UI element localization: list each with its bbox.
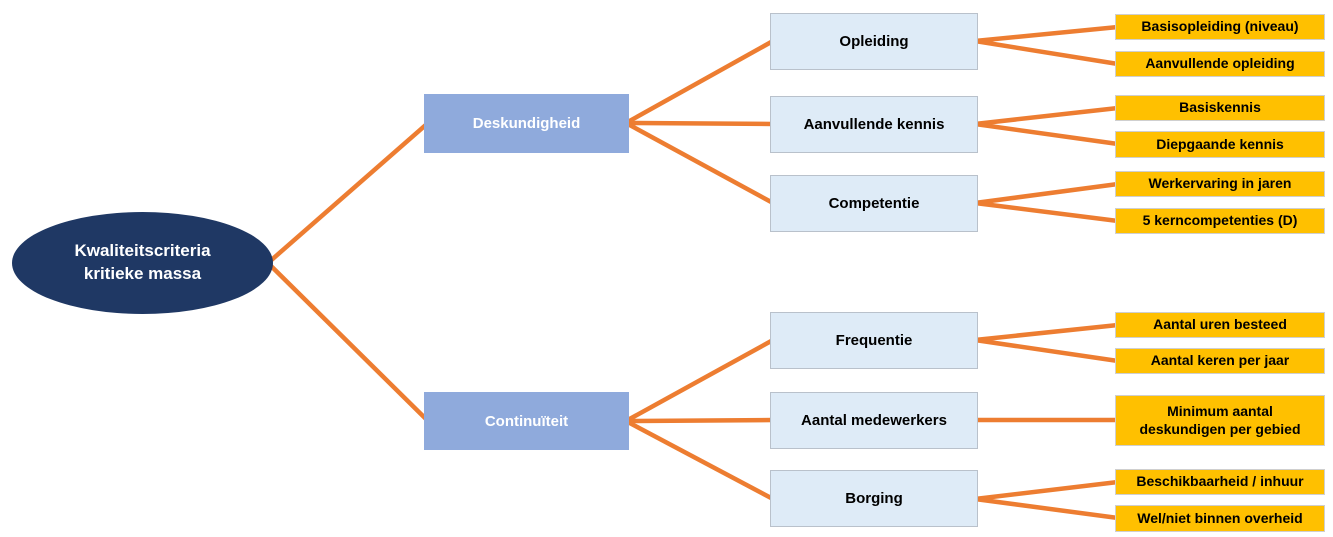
connector-line xyxy=(625,120,774,127)
connector-line xyxy=(974,479,1119,502)
connector-line xyxy=(974,496,1119,521)
root-node-kwaliteitscriteria: Kwaliteitscriteria kritieke massa xyxy=(12,212,273,314)
connector-line xyxy=(974,121,1119,147)
category-node-frequentie: Frequentie xyxy=(770,312,978,369)
category-node-aantal-medewerkers: Aantal medewerkers xyxy=(770,392,978,449)
connector-line xyxy=(974,337,1119,364)
connector-line xyxy=(974,322,1119,343)
category-node-opleiding: Opleiding xyxy=(770,13,978,70)
branch-node-continuiteit: Continuïteit xyxy=(424,392,629,450)
connector-line xyxy=(974,105,1119,127)
leaf-node-beschikbaarheid-inhuur: Beschikbaarheid / inhuur xyxy=(1115,469,1325,495)
category-node-competentie: Competentie xyxy=(770,175,978,232)
leaf-node-aanvullende-opleiding: Aanvullende opleiding xyxy=(1115,51,1325,77)
connector-line xyxy=(974,24,1119,44)
leaf-node-wel-niet-binnen-overheid: Wel/niet binnen overheid xyxy=(1115,505,1325,532)
connector-line xyxy=(625,417,774,424)
branch-node-deskundigheid: Deskundigheid xyxy=(424,94,629,153)
leaf-node-minimum-aantal-deskundigen: Minimum aantal deskundigen per gebied xyxy=(1115,395,1325,446)
connector-line xyxy=(974,38,1119,67)
leaf-node-aantal-uren-besteed: Aantal uren besteed xyxy=(1115,312,1325,338)
category-node-aanvullende-kennis: Aanvullende kennis xyxy=(770,96,978,153)
connector-line xyxy=(624,419,775,501)
leaf-node-werkervaring-in-jaren: Werkervaring in jaren xyxy=(1115,171,1325,197)
category-node-borging: Borging xyxy=(770,470,978,527)
connector-line xyxy=(624,39,775,125)
leaf-node-basiskennis: Basiskennis xyxy=(1115,95,1325,121)
connector-line xyxy=(266,261,430,423)
connector-line xyxy=(624,121,775,205)
leaf-node-aantal-keren-per-jaar: Aantal keren per jaar xyxy=(1115,348,1325,374)
leaf-node-basisopleiding-niveau: Basisopleiding (niveau) xyxy=(1115,14,1325,40)
connector-line xyxy=(974,200,1119,224)
leaf-node-diepgaande-kennis: Diepgaande kennis xyxy=(1115,131,1325,158)
connector-line xyxy=(624,338,775,423)
connector-line xyxy=(266,121,430,265)
leaf-node-5-kerncompetenties: 5 kerncompetenties (D) xyxy=(1115,208,1325,234)
connector-line xyxy=(974,181,1119,206)
